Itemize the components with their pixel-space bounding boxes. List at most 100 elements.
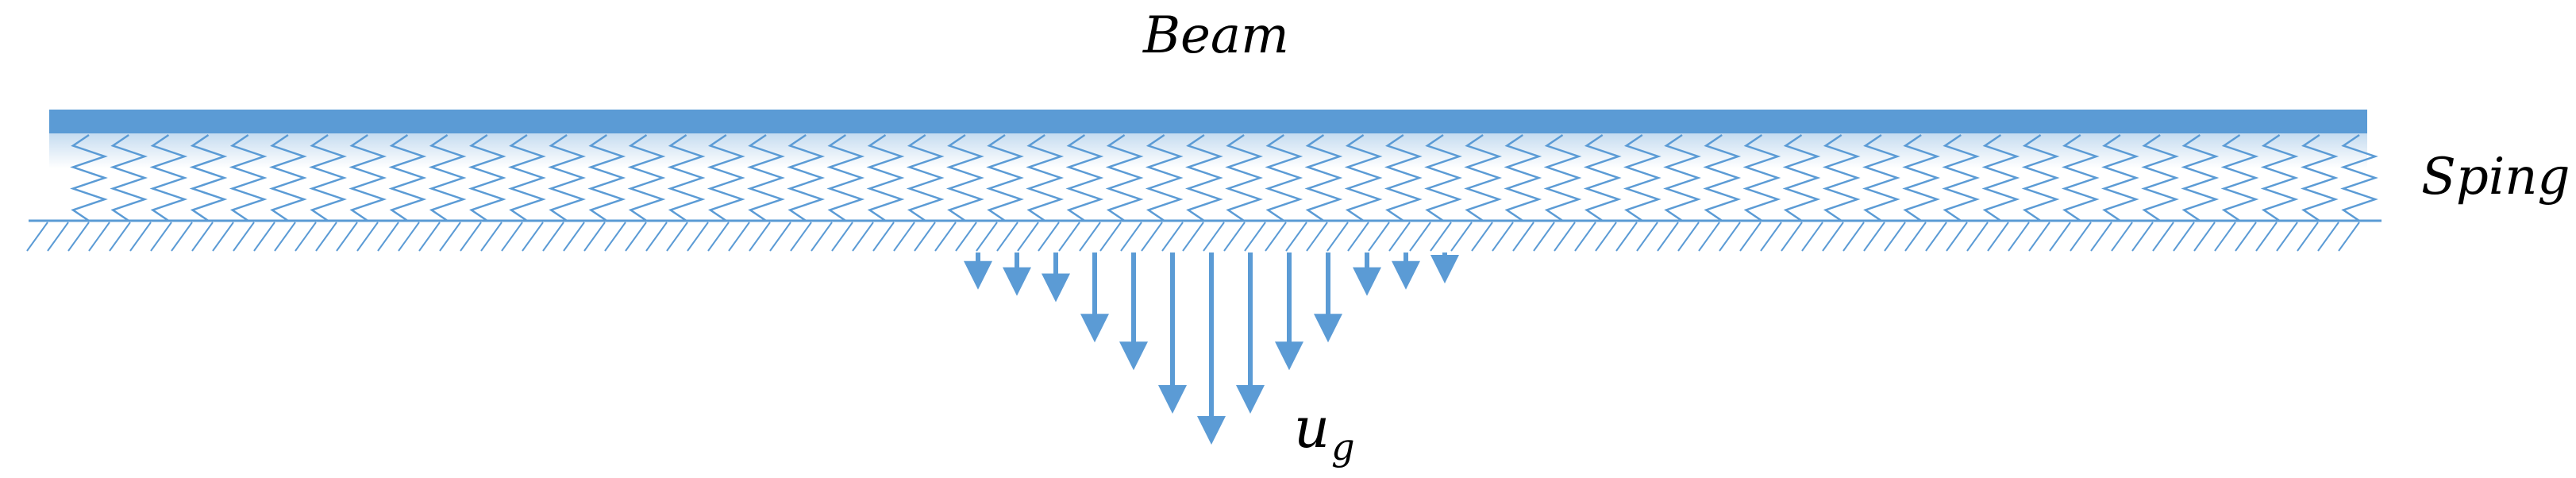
ground-hatch-line xyxy=(645,222,668,252)
displacement-arrow-head xyxy=(1353,267,1381,296)
spring xyxy=(747,133,785,222)
spring xyxy=(1105,133,1144,222)
displacement-arrow-head xyxy=(1236,385,1265,414)
ground-hatch-line xyxy=(625,222,647,252)
spring xyxy=(2300,133,2339,222)
spring xyxy=(2181,133,2220,222)
ground-hatch-line xyxy=(1987,222,2009,252)
spring xyxy=(1583,133,1622,222)
spring xyxy=(468,133,506,222)
ground-hatch-line xyxy=(1966,222,1989,252)
spring xyxy=(1742,133,1781,222)
ground-hatch-line xyxy=(1327,222,1349,252)
ground-hatch-line xyxy=(1079,222,1101,252)
ground-hatch-line xyxy=(1368,222,1390,252)
ground-hatch-line xyxy=(1265,222,1287,252)
ground-hatch-line xyxy=(811,222,833,252)
ground-hatch-line xyxy=(1760,222,1782,252)
ground-hatch-line xyxy=(1223,222,1246,252)
spring xyxy=(945,133,984,222)
displacement-arrow-head xyxy=(1430,255,1459,283)
ground-hatch-line xyxy=(315,222,337,252)
ground-hatch-line xyxy=(1285,222,1307,252)
spring xyxy=(1942,133,1981,222)
displacement-arrow-head xyxy=(1158,385,1187,414)
ground-hatch-line xyxy=(2235,222,2257,252)
ground-hatch-line xyxy=(67,222,90,252)
ground-hatch-line xyxy=(439,222,461,252)
ground-hatch-line xyxy=(191,222,214,252)
spring xyxy=(1981,133,2020,222)
spring xyxy=(667,133,706,222)
spring xyxy=(348,133,387,222)
spring xyxy=(309,133,348,222)
spring xyxy=(986,133,1024,222)
ground-hatch-line xyxy=(1677,222,1700,252)
spring xyxy=(866,133,905,222)
spring xyxy=(2260,133,2299,222)
ground-hatch-line xyxy=(2028,222,2050,252)
displacement-arrow-head xyxy=(964,260,992,290)
ground-hatch-line xyxy=(666,222,688,252)
spring xyxy=(1424,133,1462,222)
spring xyxy=(2061,133,2100,222)
spring xyxy=(428,133,467,222)
ground-hatch-line xyxy=(1554,222,1576,252)
displacement-arrow-head xyxy=(1275,341,1303,371)
ground-hatch-line xyxy=(934,222,957,252)
ground-hatch-line xyxy=(233,222,255,252)
ground-hatch-line xyxy=(914,222,936,252)
spring xyxy=(1822,133,1861,222)
ground-hatch-line xyxy=(2297,222,2319,252)
spring xyxy=(1543,133,1582,222)
ground-hatch-line xyxy=(728,222,750,252)
displacement-symbol: u xyxy=(1294,395,1330,461)
ground-hatch-line xyxy=(274,222,296,252)
ground-hatch-line xyxy=(1863,222,1885,252)
displacement-arrow-head xyxy=(1042,273,1070,303)
ground-hatch-line xyxy=(47,222,69,252)
spring xyxy=(2141,133,2180,222)
beam xyxy=(49,110,2367,133)
ground-hatch-line xyxy=(2317,222,2339,252)
ground-hatch-line xyxy=(1533,222,1555,252)
ground-hatch-line xyxy=(26,222,48,252)
displacement-arrow-head xyxy=(1314,314,1342,343)
spring xyxy=(1623,133,1662,222)
ground-hatch-line xyxy=(1946,222,1968,252)
displacement-arrow-head xyxy=(1003,267,1031,296)
ground-hatch-line xyxy=(1801,222,1823,252)
ground-hatch-line xyxy=(2070,222,2092,252)
beam-shadow xyxy=(49,133,2367,168)
ground-hatch-line xyxy=(1471,222,1493,252)
ground-hatch-line xyxy=(2008,222,2030,252)
ground-hatch-line xyxy=(1161,222,1184,252)
ground-hatch-line xyxy=(1739,222,1762,252)
ground-hatch-line xyxy=(542,222,564,252)
ground-hatch-line xyxy=(2049,222,2071,252)
ground-hatch-line xyxy=(1099,222,1122,252)
ground-hatch-line xyxy=(418,222,441,252)
ground-hatch-line xyxy=(1636,222,1658,252)
ground-hatch-line xyxy=(171,222,193,252)
ground-hatch-line xyxy=(2193,222,2216,252)
spring xyxy=(70,133,108,222)
spring xyxy=(826,133,865,222)
ground-hatch-line xyxy=(955,222,977,252)
spring xyxy=(1065,133,1104,222)
spring xyxy=(627,133,666,222)
ground-hatch-line xyxy=(2276,222,2298,252)
ground-hatch-line xyxy=(356,222,379,252)
ground-hatch-line xyxy=(501,222,523,252)
spring xyxy=(1862,133,1900,222)
displacement-arrow-head xyxy=(1392,260,1420,290)
spring xyxy=(268,133,307,222)
ground-hatch-line xyxy=(1719,222,1741,252)
ground-hatch-line xyxy=(1388,222,1411,252)
ground-hatch-line xyxy=(1058,222,1080,252)
displacement-arrow-head xyxy=(1197,416,1226,445)
ground-hatch-line xyxy=(109,222,131,252)
ground-hatch-line xyxy=(336,222,358,252)
ground-displacement-label: ug xyxy=(1294,395,1355,468)
